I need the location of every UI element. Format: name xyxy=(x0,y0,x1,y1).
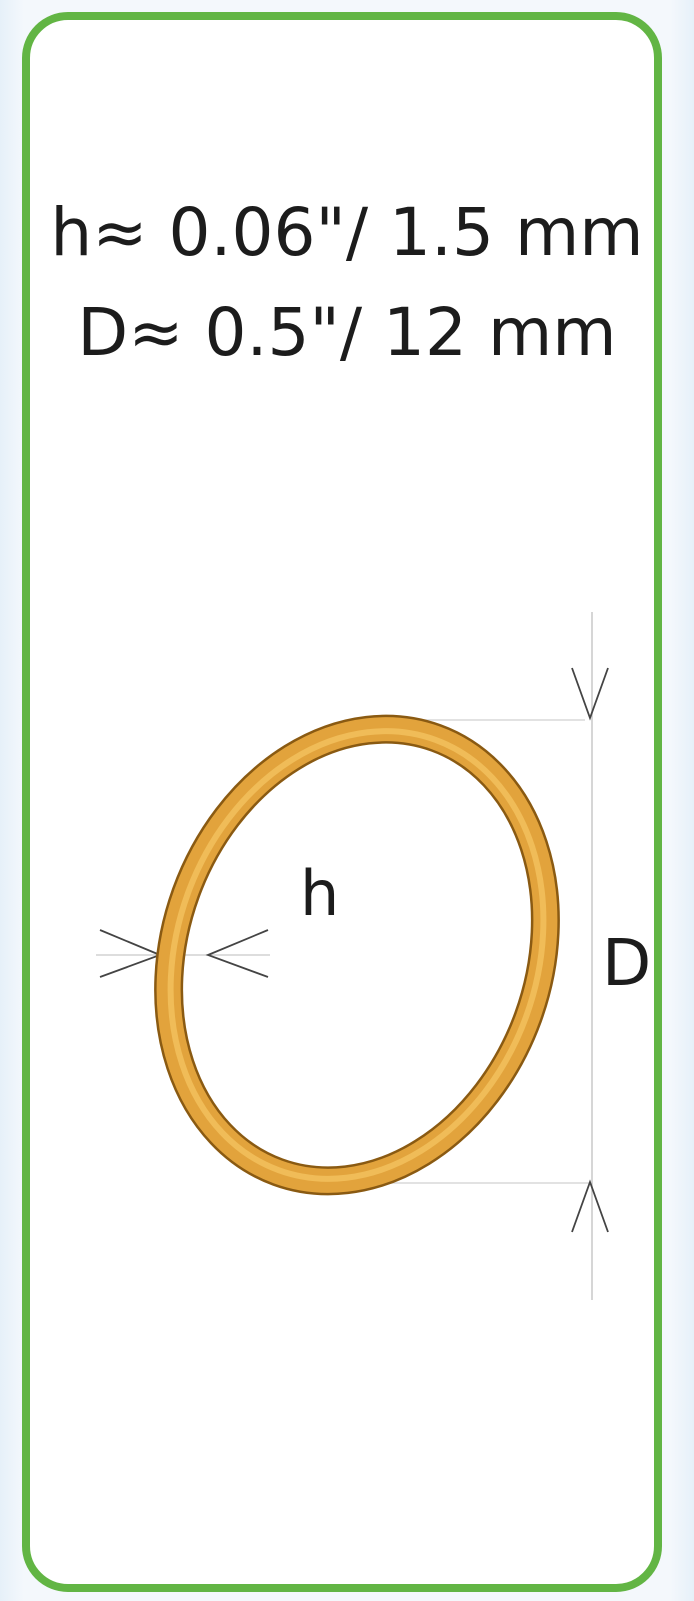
rubber-ring xyxy=(154,714,560,1196)
thickness-spec-text: h≈ 0.06"/ 1.5 mm xyxy=(50,194,644,271)
diameter-label: D xyxy=(602,927,651,1001)
d-top-arrow xyxy=(571,667,609,721)
thickness-label: h xyxy=(300,857,339,930)
d-bottom-arrow xyxy=(571,1179,609,1233)
product-spec-card xyxy=(22,12,662,1592)
diameter-spec-text: D≈ 0.5"/ 12 mm xyxy=(77,294,617,371)
h-left-arrow xyxy=(99,929,163,978)
h-right-arrow xyxy=(205,929,269,978)
